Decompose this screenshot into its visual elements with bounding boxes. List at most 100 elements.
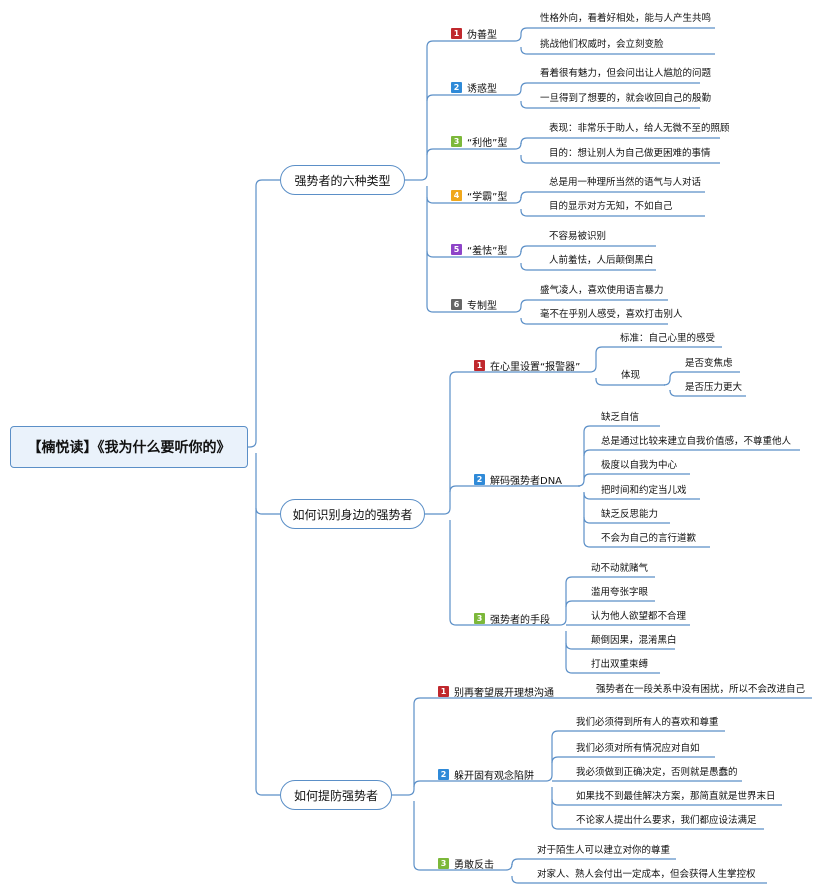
connector-line (565, 600, 591, 608)
connector-line (255, 507, 280, 515)
leaf-text[interactable]: 总是通过比较来建立自我价值感，不尊重他人 (601, 436, 792, 447)
leaf-text[interactable]: 极度以自我为中心 (601, 460, 678, 471)
subtopic-label: 在心里设置“报警器” (490, 361, 581, 373)
leaf-text[interactable]: 不会为自己的言行道歉 (601, 533, 697, 544)
leaf-text[interactable]: 是否压力更大 (685, 382, 743, 393)
connector-line (565, 642, 591, 650)
number-1-icon: 1 (474, 359, 485, 371)
leaf-text[interactable]: 我必须做到正确决定，否则就是愚蠢的 (576, 767, 738, 778)
leaf-text[interactable]: 人前羞怯，人后颠倒黑白 (549, 255, 654, 266)
connector-line (255, 788, 280, 796)
leaf-text[interactable]: 对于陌生人可以建立对你的尊重 (537, 845, 671, 856)
subtopic-fight-back[interactable]: 3 勇敢反击 (438, 856, 494, 871)
leaf-text[interactable]: 一旦得到了想要的，就会收回自己的殷勤 (540, 93, 712, 104)
connector-line (514, 196, 522, 204)
subtopic-tactics[interactable]: 3 强势者的手段 (474, 611, 550, 626)
connector-line (520, 191, 549, 199)
connector-line (583, 473, 601, 481)
connector-line (583, 492, 601, 500)
leaf-text[interactable]: 把时间和约定当儿戏 (601, 485, 687, 496)
connector-line (255, 179, 280, 187)
connector-line (413, 697, 438, 705)
connector-line (663, 378, 671, 386)
subtopic-label: “学霸”型 (467, 191, 508, 203)
number-6-icon: 6 (451, 298, 462, 310)
leaf-text[interactable]: 挑战他们权威时，会立刻变脸 (540, 39, 664, 50)
connector-line (669, 371, 685, 379)
leaf-text[interactable]: 不容易被识别 (549, 231, 607, 242)
number-3-icon: 3 (438, 857, 449, 869)
leaf-text[interactable]: 看着很有魅力，但会问出让人尴尬的问题 (540, 68, 712, 79)
connector-line (583, 425, 601, 433)
leaf-text[interactable]: 不论家人提出什么要求，我们都应设法满足 (576, 815, 757, 826)
connector-line (520, 47, 540, 55)
connector-line (520, 245, 549, 253)
connector-line (511, 876, 537, 884)
subtopic-shy[interactable]: 5“羞怯”型 (451, 242, 507, 257)
subtopic-label: 诱惑型 (467, 83, 497, 95)
leaf-text[interactable]: 缺乏自信 (601, 412, 640, 423)
leaf-text[interactable]: 滥用夸张字眼 (591, 587, 649, 598)
number-1-icon: 1 (451, 27, 462, 39)
connector-line (559, 618, 567, 626)
leaf-text[interactable]: 目的显示对方无知，不如自己 (549, 201, 673, 212)
number-3-icon: 3 (474, 612, 485, 624)
main-topic-prevent[interactable]: 如何提防强势者 (280, 780, 392, 810)
leaf-embody[interactable]: 体现 (621, 370, 641, 381)
subtopic-label: “利他”型 (467, 137, 508, 149)
leaf-text[interactable]: 打出双重束缚 (591, 659, 649, 670)
connector-line (520, 137, 549, 145)
leaf-text[interactable]: 动不动就赌气 (591, 563, 649, 574)
leaf-text[interactable]: 盛气凌人，喜欢使用语言暴力 (540, 285, 664, 296)
leaf-text[interactable]: 我们必须对所有情况应对自如 (576, 743, 700, 754)
connector-line (249, 440, 257, 448)
subtopic-label: 强势者的手段 (490, 614, 550, 626)
subtopic-label: 别再奢望展开理想沟通 (454, 687, 554, 699)
connector-line (551, 822, 576, 830)
connector-line (426, 305, 452, 313)
leaf-text[interactable]: 我们必须得到所有人的喜欢和尊重 (576, 717, 719, 728)
leaf-text[interactable]: 对家人、熟人会付出一定成本，但会获得人生掌控权 (537, 869, 756, 880)
leaf-text[interactable]: 是否变焦虑 (685, 358, 733, 369)
leaf-text[interactable]: 毫不在乎别人感受，喜欢打击别人 (540, 309, 683, 320)
subtopic-dna[interactable]: 2 解码强势者DNA (474, 472, 563, 487)
connector-line (520, 27, 540, 35)
subtopic-label: 解码强势者DNA (490, 475, 563, 487)
leaf-text[interactable]: 表现：非常乐于助人，给人无微不至的照顾 (549, 123, 730, 134)
connector-line (583, 516, 601, 524)
leaf-text[interactable]: 如果找不到最佳解决方案，那简直就是世界末日 (576, 791, 776, 802)
leaf-text[interactable]: 缺乏反思能力 (601, 509, 659, 520)
leaf-text[interactable]: 颠倒因果，混淆黑白 (591, 635, 677, 646)
connector-line (426, 148, 452, 156)
leaf-text[interactable]: 认为他人欲望都不合理 (591, 611, 687, 622)
subtopic-scholar[interactable]: 4 “学霸”型 (451, 188, 508, 203)
connector-line (413, 780, 438, 788)
subtopic-alarm[interactable]: 1 在心里设置“报警器” (474, 358, 581, 373)
number-2-icon: 2 (474, 473, 485, 485)
number-4-icon: 4 (451, 189, 462, 201)
connector-line (449, 618, 474, 626)
leaf-text[interactable]: 强势者在一段关系中没有困扰，所以不会改进自己 (596, 684, 806, 695)
leaf-text[interactable]: 性格外向，看着好相处，能与人产生共鸣 (540, 13, 712, 24)
leaf-text[interactable]: 总是用一种理所当然的语气与人对话 (549, 177, 702, 188)
connector-line (520, 317, 540, 325)
main-topic-identify[interactable]: 如何识别身边的强势者 (280, 499, 425, 529)
connector-line (426, 40, 452, 48)
subtopic-label: 勇敢反击 (454, 859, 494, 871)
connector-line (583, 540, 601, 548)
leaf-text[interactable]: 标准：自己心里的感受 (620, 333, 716, 344)
connector-line (413, 863, 438, 871)
leaf-text[interactable]: 目的：想让别人为自己做更困难的事情 (549, 148, 711, 159)
subtopic-altruist[interactable]: 3“利他”型 (451, 134, 508, 149)
number-2-icon: 2 (438, 768, 449, 780)
root-topic[interactable]: 【楠悦读】《我为什么要听你的》 (10, 426, 248, 468)
connector-line (443, 507, 451, 515)
main-topic-types[interactable]: 强势者的六种类型 (280, 165, 405, 195)
